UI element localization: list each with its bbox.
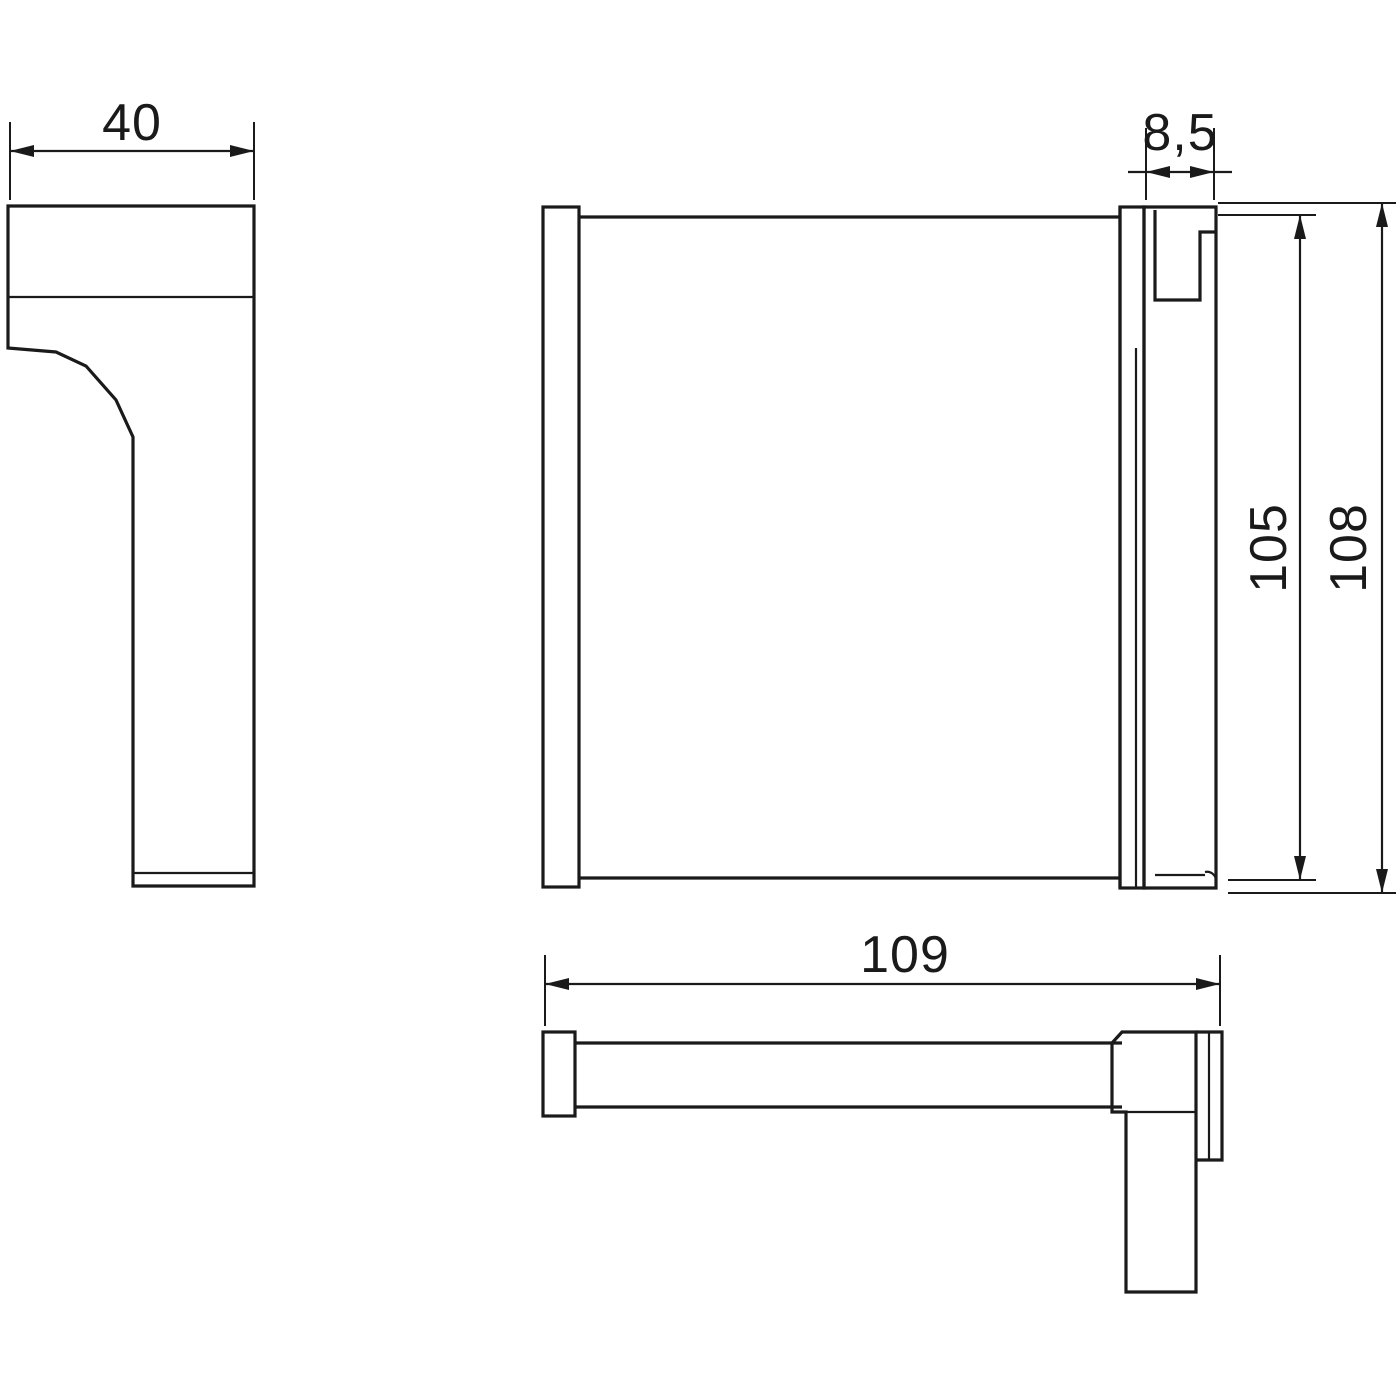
dimension-label-40: 40 bbox=[102, 94, 162, 152]
dimension-109: 109 bbox=[544, 926, 1221, 1026]
front-view bbox=[541, 205, 1218, 890]
arrowhead-105-top bbox=[1294, 215, 1306, 239]
dimension-label-8-5: 8,5 bbox=[1142, 104, 1217, 162]
arrowhead-109-left bbox=[545, 978, 569, 990]
dimension-label-109: 109 bbox=[860, 926, 950, 984]
top-view-left-cap bbox=[541, 1030, 577, 1118]
arrowhead-85-left bbox=[1146, 166, 1170, 178]
dimension-label-108: 108 bbox=[1320, 503, 1378, 593]
arrowhead-105-bottom bbox=[1294, 856, 1306, 880]
arrowhead-108-bottom bbox=[1376, 869, 1388, 893]
arrowhead-right bbox=[230, 145, 254, 157]
side-view bbox=[6, 204, 256, 888]
arrowhead-85-right bbox=[1190, 166, 1214, 178]
dimension-40: 40 bbox=[9, 94, 255, 200]
front-view-bottom-radius bbox=[1204, 870, 1218, 882]
front-view-post bbox=[1118, 205, 1146, 890]
dimension-label-105: 105 bbox=[1240, 503, 1298, 593]
dimension-108: 108 bbox=[1218, 202, 1396, 894]
arrowhead-left bbox=[10, 145, 34, 157]
top-view bbox=[541, 1030, 1224, 1294]
dimension-8-5: 8,5 bbox=[1128, 104, 1232, 200]
side-view-profile bbox=[6, 204, 256, 888]
arrowhead-108-top bbox=[1376, 203, 1388, 227]
front-view-left-cap bbox=[541, 205, 581, 889]
front-view-hook-detail bbox=[1153, 210, 1216, 302]
front-view-bracket bbox=[1142, 205, 1218, 890]
top-view-bracket-profile bbox=[1110, 1030, 1198, 1294]
dimension-105: 105 bbox=[1218, 214, 1316, 881]
arrowhead-109-right bbox=[1196, 978, 1220, 990]
